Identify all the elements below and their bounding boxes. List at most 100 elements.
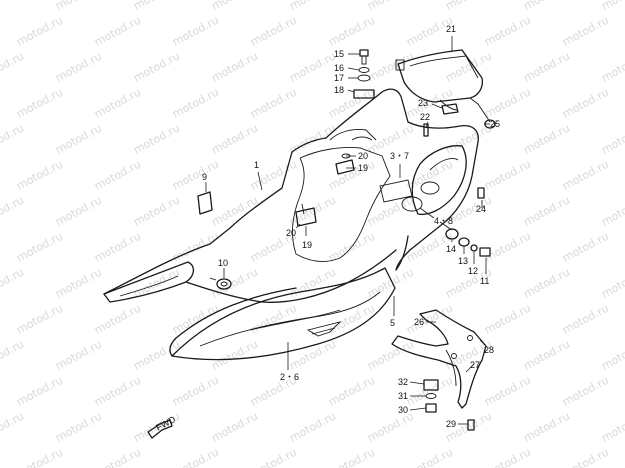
watermark-text: motod.ru: [521, 121, 572, 156]
watermark-text: motod.ru: [248, 85, 299, 120]
watermark-text: motod.ru: [326, 445, 377, 468]
watermark-text: motod.ru: [287, 409, 338, 444]
watermark-text: motod.ru: [14, 445, 65, 468]
callout-20-lower: 20: [286, 228, 296, 238]
watermark-text: motod.ru: [560, 445, 611, 468]
watermark-text: motod.ru: [209, 337, 260, 372]
callout-3-7: 3・7: [390, 151, 409, 161]
callout-19-lower: 19: [302, 240, 312, 250]
license-bracket-26: [391, 309, 487, 409]
callout-24: 24: [476, 204, 486, 214]
watermark-text: motod.ru: [599, 337, 625, 372]
watermark-text: motod.ru: [560, 301, 611, 336]
watermark-text: motod.ru: [170, 85, 221, 120]
hardware-right: [439, 187, 491, 257]
watermark-text: motod.ru: [287, 265, 338, 300]
callout-labels: 21 15 16 17 18 23 25 22 20 19 3・7 1 9 24…: [202, 24, 500, 429]
watermark-text: motod.ru: [0, 337, 26, 372]
watermark-text: motod.ru: [170, 157, 221, 192]
watermark-text: motod.ru: [0, 409, 26, 444]
watermark-text: motod.ru: [131, 121, 182, 156]
watermark-text: motod.ru: [170, 373, 221, 408]
watermark-text: motod.ru: [482, 373, 533, 408]
watermark-text: motod.ru: [365, 0, 416, 13]
watermark-text: motod.ru: [0, 49, 26, 84]
callout-1: 1: [254, 160, 259, 170]
watermark-text: motod.ru: [365, 193, 416, 228]
watermark-text: motod.ru: [560, 229, 611, 264]
watermark-text: motod.ru: [53, 121, 104, 156]
callout-28: 28: [484, 345, 494, 355]
watermark-text: motod.ru: [560, 13, 611, 48]
watermark-text: motod.ru: [0, 0, 26, 13]
watermark-text: motod.ru: [209, 409, 260, 444]
watermark-text: motod.ru: [53, 409, 104, 444]
callout-9: 9: [202, 172, 207, 182]
watermark-text: motod.ru: [14, 157, 65, 192]
watermark-text: motod.ru: [599, 0, 625, 13]
watermark-text: motod.ru: [482, 13, 533, 48]
watermark-text: motod.ru: [482, 85, 533, 120]
callout-30: 30: [398, 405, 408, 415]
watermark-text: motod.ru: [209, 121, 260, 156]
rear-grab-bar: [395, 49, 491, 123]
callout-4-8: 4・8: [434, 216, 453, 226]
watermark-text: motod.ru: [92, 373, 143, 408]
callout-11: 11: [480, 276, 489, 286]
callout-21: 21: [446, 24, 456, 34]
watermark-text: motod.ru: [599, 265, 625, 300]
callout-5: 5: [390, 318, 395, 328]
watermark-text: motod.ru: [0, 265, 26, 300]
callout-13: 13: [458, 256, 468, 266]
watermark-text: motod.ru: [287, 49, 338, 84]
bracket-23: [441, 103, 459, 115]
watermark-text: motod.ru: [14, 229, 65, 264]
watermark-text: motod.ru: [53, 265, 104, 300]
watermark-text: motod.ru: [326, 13, 377, 48]
watermark-text: motod.ru: [14, 373, 65, 408]
watermark-text: motod.ru: [599, 49, 625, 84]
watermark-text: motod.ru: [365, 409, 416, 444]
watermark-text: motod.ru: [521, 49, 572, 84]
watermark-text: motod.ru: [209, 0, 260, 13]
rear-seat-tail-cowl: [103, 88, 479, 361]
watermark-text: motod.ru: [521, 265, 572, 300]
watermark-text: motod.ru: [209, 49, 260, 84]
watermark-text: motod.ru: [443, 49, 494, 84]
watermark-text: motod.ru: [170, 229, 221, 264]
watermark-text: motod.ru: [92, 85, 143, 120]
watermark-text: motod.ru: [131, 0, 182, 13]
watermark-text: motod.ru: [92, 301, 143, 336]
watermark-text: motod.ru: [365, 337, 416, 372]
grommet-10: [209, 277, 232, 290]
watermark-text: motod.ru: [92, 13, 143, 48]
watermark-text: motod.ru: [365, 49, 416, 84]
watermark-text: motod.ru: [599, 121, 625, 156]
watermark-text: motod.ru: [521, 193, 572, 228]
callout-22: 22: [420, 112, 430, 122]
watermark-text: motod.ru: [131, 49, 182, 84]
clip-bracket-lower: [295, 203, 317, 227]
leader-lines: [205, 36, 490, 425]
watermark-text: motod.ru: [248, 445, 299, 468]
watermark-text: motod.ru: [482, 157, 533, 192]
watermark-text: motod.ru: [0, 193, 26, 228]
watermark-text: motod.ru: [92, 445, 143, 468]
watermark-text: motod.ru: [248, 13, 299, 48]
watermark-text: motod.ru: [404, 301, 455, 336]
watermark-text: motod.ru: [170, 301, 221, 336]
callout-14: 14: [446, 244, 456, 254]
watermark-text: motod.ru: [53, 193, 104, 228]
watermark-text: motod.ru: [326, 373, 377, 408]
callout-12: 12: [468, 266, 478, 276]
callout-29: 29: [446, 419, 456, 429]
watermark-text: motod.ru: [326, 157, 377, 192]
watermark-text: motod.ru: [482, 229, 533, 264]
watermark-text: motod.ru: [92, 229, 143, 264]
watermark-text: motod.ru: [404, 445, 455, 468]
watermark-text: motod.ru: [131, 265, 182, 300]
watermark-text: motod.ru: [14, 301, 65, 336]
watermark-text: motod.ru: [287, 0, 338, 13]
